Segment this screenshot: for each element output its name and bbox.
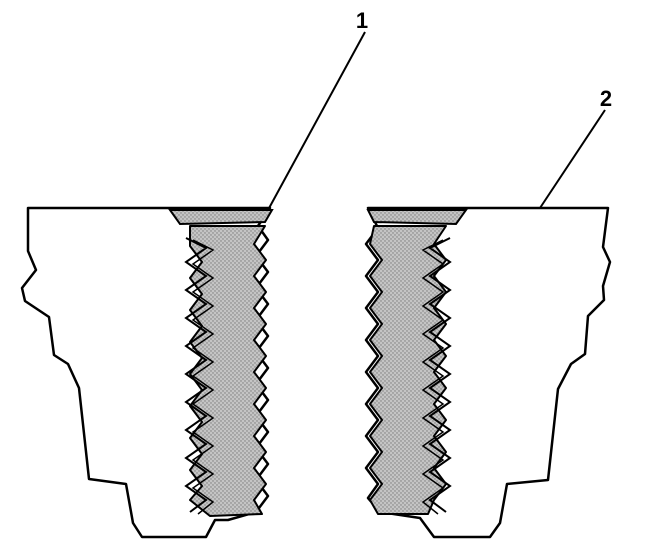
callout-2-leader — [539, 109, 606, 209]
callout-1-leader — [267, 31, 366, 211]
right-threaded-insert — [369, 225, 447, 515]
right-outer-thread-inner — [421, 239, 445, 515]
right-outer-thread — [428, 237, 452, 513]
left-outer-thread-inner — [191, 239, 215, 515]
left-insert-flange — [168, 209, 274, 226]
callout-1-label: 1 — [356, 8, 368, 33]
right-insert-flange — [366, 209, 468, 226]
left-outer-thread — [184, 237, 208, 513]
callout-2-label: 2 — [600, 86, 612, 111]
